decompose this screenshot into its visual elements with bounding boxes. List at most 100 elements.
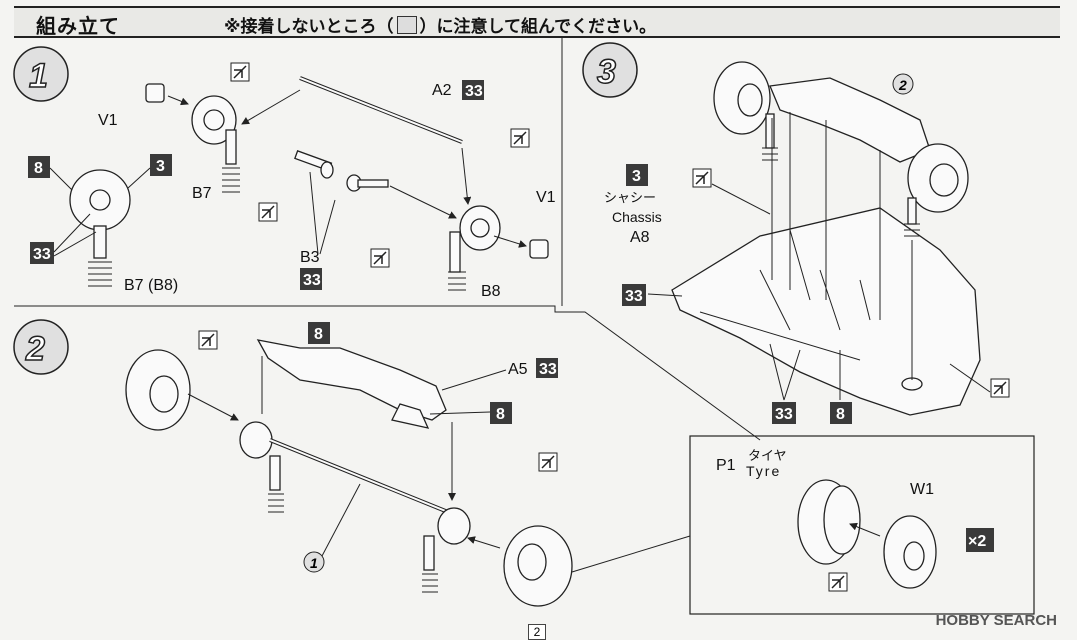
svg-text:33: 33 — [465, 83, 483, 100]
no-glue-icon — [396, 16, 417, 34]
part-b7-knuckle — [191, 95, 240, 193]
arrow — [241, 89, 301, 125]
color-code-bottom-b: 8 — [830, 402, 852, 424]
arrow — [461, 147, 472, 205]
tyre-detail-box — [689, 435, 1035, 615]
watermark: HOBBY SEARCH — [935, 612, 1057, 629]
svg-text:3: 3 — [156, 158, 165, 175]
no-glue-icon — [198, 330, 218, 350]
svg-text:1: 1 — [310, 555, 318, 571]
step-3-number: 3 — [597, 53, 616, 91]
times-two-badge: ×2 — [966, 528, 994, 552]
step-1-badge: 1 — [13, 46, 69, 102]
arrow — [849, 522, 881, 537]
color-code-a2: 33 — [462, 80, 484, 100]
step-3-badge: 3 — [582, 42, 638, 98]
arrow — [389, 185, 457, 219]
svg-text:33: 33 — [775, 406, 793, 423]
part-suspension-arm — [256, 339, 447, 429]
panel-divider — [14, 305, 761, 441]
color-code-a5: 33 — [536, 358, 558, 378]
svg-text:8: 8 — [314, 326, 323, 343]
step-1-reference: 1 — [303, 551, 325, 573]
leader-line — [647, 293, 683, 297]
color-code-arm-top: 8 — [308, 322, 330, 344]
color-code-detail-left: 8 — [28, 156, 50, 178]
header-note: ※接着しないところ（ ）に注意して組んでください。 — [224, 12, 656, 37]
svg-text:×2: ×2 — [968, 533, 986, 550]
label-a5: A5 — [508, 361, 528, 378]
arrow — [493, 235, 527, 248]
label-p1: P1 — [716, 457, 736, 474]
color-code-bottom-a: 33 — [772, 402, 796, 424]
no-glue-icon — [828, 572, 848, 592]
detail-knuckle-view — [69, 169, 131, 287]
part-v1-left — [145, 83, 165, 103]
part-front-axle-assembly — [239, 421, 471, 593]
no-glue-icon — [370, 248, 390, 268]
svg-text:33: 33 — [303, 272, 321, 289]
svg-text:33: 33 — [625, 288, 643, 305]
assembly-header: 組み立て ※接着しないところ（ ）に注意して組んでください。 — [14, 6, 1060, 38]
color-code-detail-right: 3 — [150, 154, 172, 176]
leader-line — [949, 363, 991, 393]
part-chassis-a8 — [671, 207, 981, 416]
label-a2: A2 — [432, 82, 452, 99]
svg-text:8: 8 — [836, 406, 845, 423]
color-code-chassis: 3 — [626, 164, 648, 186]
leader-line — [321, 483, 361, 557]
label-a8: A8 — [630, 229, 650, 246]
arrow — [467, 536, 501, 549]
svg-text:33: 33 — [33, 246, 51, 263]
color-code-arm-right: 8 — [490, 402, 512, 424]
no-glue-icon — [692, 168, 712, 188]
part-tire-left — [125, 349, 191, 431]
leader-line — [711, 183, 771, 215]
svg-text:2: 2 — [898, 77, 907, 93]
arrow — [167, 95, 189, 106]
step-2-reference: 2 — [892, 73, 914, 95]
label-b3: B3 — [300, 249, 320, 266]
step-1-number: 1 — [29, 57, 48, 95]
header-note-start: ※接着しないところ（ — [224, 17, 394, 37]
step-2-badge: 2 — [13, 319, 69, 375]
leader-line — [769, 343, 841, 401]
color-code-detail-bottom: 33 — [30, 242, 54, 264]
label-b7-b8: B7 (B8) — [124, 277, 178, 294]
leader-line — [571, 535, 691, 573]
part-p1-tyre — [797, 479, 861, 565]
leader-line — [49, 167, 151, 257]
header-note-end: ）に注意して組んでください。 — [419, 17, 657, 37]
label-w1: W1 — [910, 481, 934, 498]
label-v1-right: V1 — [536, 189, 556, 206]
svg-text:8: 8 — [496, 406, 505, 423]
header-title: 組み立て — [36, 14, 120, 38]
svg-text:33: 33 — [539, 361, 557, 378]
label-chassis-jp: シャシー — [604, 190, 656, 205]
part-rear-axle-assembly — [713, 61, 969, 237]
leader-line — [309, 171, 336, 255]
part-tire-right — [503, 525, 573, 607]
label-tyre-jp: タイヤ — [748, 448, 787, 463]
no-glue-icon — [510, 128, 530, 148]
color-code-side: 33 — [622, 284, 646, 306]
no-glue-icon — [538, 452, 558, 472]
leader-line — [429, 369, 507, 415]
color-code-b3: 33 — [300, 268, 322, 290]
step-2-number: 2 — [25, 330, 45, 368]
label-b7: B7 — [192, 185, 212, 202]
part-b3-pin-lower — [346, 174, 389, 192]
part-v1-right — [529, 239, 549, 259]
no-glue-icon — [990, 378, 1010, 398]
part-a2-axle — [299, 76, 463, 144]
svg-text:3: 3 — [632, 168, 641, 185]
label-v1-left: V1 — [98, 112, 118, 129]
part-w1-wheel — [883, 515, 937, 589]
page-number: 2 — [528, 624, 546, 640]
svg-text:8: 8 — [34, 160, 43, 177]
arrow — [187, 393, 239, 421]
part-b8-knuckle — [448, 205, 501, 291]
label-tyre-en: Tyre — [746, 463, 781, 479]
